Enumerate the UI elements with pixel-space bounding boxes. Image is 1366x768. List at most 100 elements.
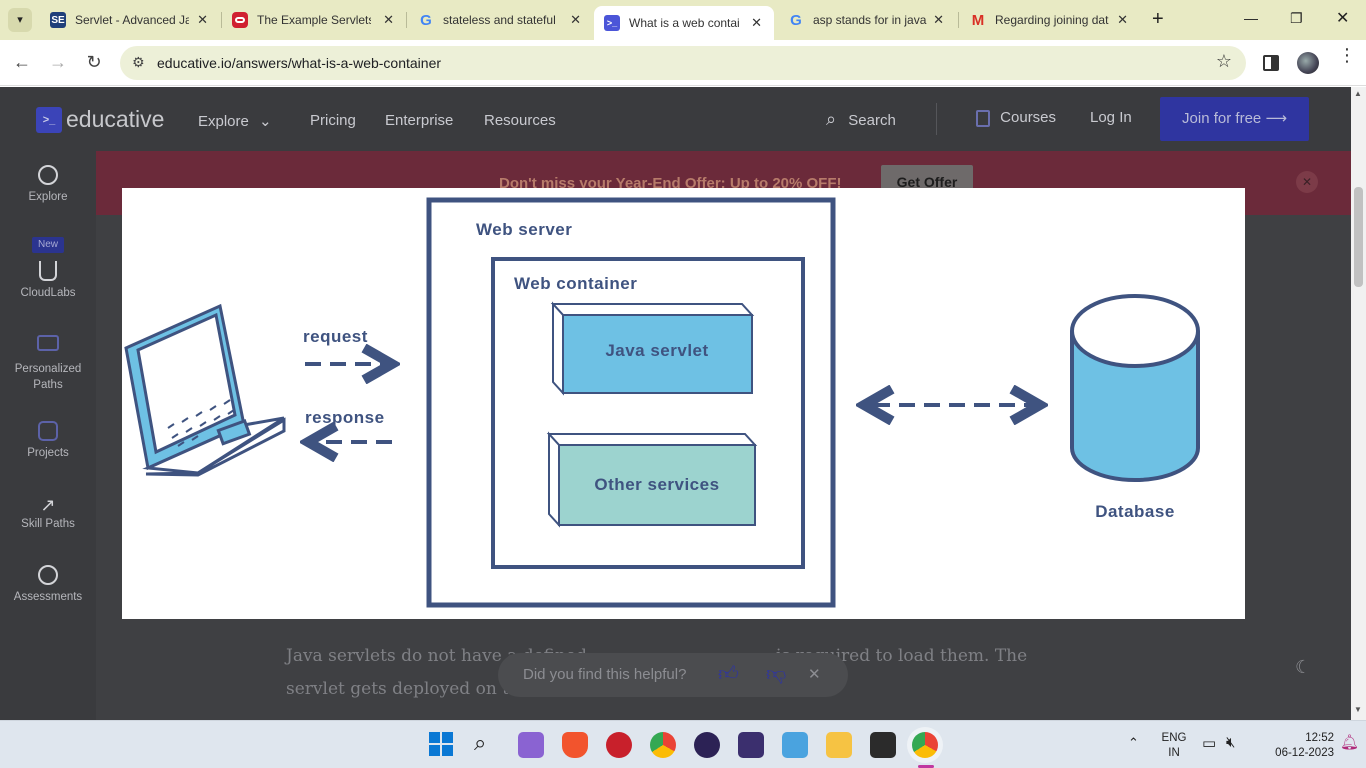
nav-resources[interactable]: Resources xyxy=(484,112,556,129)
notification-bell-icon[interactable]: 🔔︎ xyxy=(1340,734,1360,751)
new-tab-button[interactable]: + xyxy=(1152,8,1164,30)
close-window-button[interactable]: ✕ xyxy=(1336,10,1350,27)
menu-dots-icon[interactable]: ⋮ xyxy=(1338,45,1356,65)
web-container-label: Web container xyxy=(514,274,637,293)
database-cylinder xyxy=(1070,294,1200,482)
site-header: >_ educative Explore ⌄ Pricing Enterpris… xyxy=(0,87,1351,151)
sidebar-item-explore[interactable]: Explore xyxy=(0,165,96,203)
google-favicon: G xyxy=(790,11,802,29)
tab-servlet-advanced[interactable]: SE Servlet - Advanced Ja ✕ xyxy=(40,6,220,34)
tab-example-servlets[interactable]: The Example Servlets ✕ xyxy=(222,6,406,34)
sidebar-item-assessments[interactable]: Assessments xyxy=(0,565,96,603)
laptop-icon xyxy=(124,303,286,477)
tab-title: Servlet - Advanced Ja xyxy=(75,13,189,27)
close-tab-icon[interactable]: ✕ xyxy=(570,12,581,27)
address-bar[interactable]: ⚙ educative.io/answers/what-is-a-web-con… xyxy=(120,46,1246,80)
url-text[interactable]: educative.io/answers/what-is-a-web-conta… xyxy=(157,55,442,71)
site-logo-text[interactable]: educative xyxy=(66,106,165,132)
other-services-label: Other services xyxy=(594,475,719,494)
nav-pricing[interactable]: Pricing xyxy=(310,112,356,129)
book-icon xyxy=(976,109,990,127)
courses-button[interactable]: Courses xyxy=(976,109,1056,127)
restore-button[interactable]: ❐ xyxy=(1290,10,1303,26)
new-badge: New xyxy=(32,237,64,253)
dark-mode-toggle-icon[interactable]: ☾ xyxy=(1295,657,1312,677)
side-panel-icon[interactable] xyxy=(1263,55,1279,71)
network-icon[interactable]: ▭ xyxy=(1202,735,1217,752)
feedback-pill: Did you find this helpful? 👍︎ 👎︎ ✕ xyxy=(498,653,848,697)
file-explorer-icon[interactable] xyxy=(826,732,852,758)
flask-icon xyxy=(39,261,57,281)
database-label: Database xyxy=(1095,502,1175,521)
eclipse-icon[interactable] xyxy=(694,732,720,758)
terminal-icon[interactable] xyxy=(870,732,896,758)
chevron-down-icon: ⌄ xyxy=(259,113,272,130)
close-tab-icon[interactable]: ✕ xyxy=(1117,12,1128,27)
tab-regarding-joining[interactable]: M Regarding joining dat ✕ xyxy=(960,6,1140,34)
close-tab-icon[interactable]: ✕ xyxy=(933,12,944,27)
tab-strip: ▾ SE Servlet - Advanced Ja ✕ The Example… xyxy=(0,0,1366,40)
search-icon[interactable]: ⌕ xyxy=(474,730,487,755)
servlet-favicon: SE xyxy=(50,12,66,28)
tab-stateless-stateful[interactable]: G stateless and stateful ✕ xyxy=(408,6,593,34)
close-tab-icon[interactable]: ✕ xyxy=(197,12,208,27)
tab-title: What is a web contai xyxy=(629,16,740,30)
tab-title: asp stands for in java xyxy=(813,13,927,27)
site-info-icon[interactable]: ⚙ xyxy=(132,54,145,70)
close-promo-icon[interactable]: ✕ xyxy=(1296,171,1318,193)
page-scrollbar[interactable]: ▲ ▼ xyxy=(1351,87,1366,720)
sidebar-item-cloudlabs[interactable]: CloudLabs xyxy=(0,261,96,299)
gmail-favicon: M xyxy=(971,11,985,29)
tab-title: Regarding joining dat xyxy=(995,13,1109,27)
bookmark-star-icon[interactable]: ☆ xyxy=(1215,51,1232,71)
language-indicator[interactable]: ENG IN xyxy=(1161,732,1187,759)
tab-title: stateless and stateful xyxy=(443,13,556,27)
back-icon[interactable]: ← xyxy=(13,52,31,72)
notepad-icon[interactable] xyxy=(782,732,808,758)
thumbs-up-icon[interactable]: 👍︎ xyxy=(718,663,739,685)
educative-logo-icon[interactable]: >_ xyxy=(36,107,62,133)
profile-avatar[interactable] xyxy=(1297,52,1319,74)
java-servlet-label: Java servlet xyxy=(605,341,708,360)
nav-enterprise[interactable]: Enterprise xyxy=(385,112,454,129)
sidebar-item-personalized-paths[interactable]: Personalized Paths xyxy=(0,335,96,393)
sidebar-item-skill-paths[interactable]: ↗ Skill Paths xyxy=(0,495,96,530)
show-hidden-icons-chevron[interactable]: ⌃ xyxy=(1128,735,1139,750)
sidebar-item-projects[interactable]: Projects xyxy=(0,421,96,459)
close-tab-icon[interactable]: ✕ xyxy=(383,12,394,27)
reload-icon[interactable]: ↻ xyxy=(86,52,102,72)
chrome-active-icon[interactable] xyxy=(912,732,938,758)
login-button[interactable]: Log In xyxy=(1090,109,1132,126)
devcpp-icon[interactable] xyxy=(606,732,632,758)
tab-search-button[interactable]: ▾ xyxy=(8,8,32,32)
promo-text: Don't miss your Year-End Offer: Up to 20… xyxy=(499,175,842,192)
browser-toolbar: ← → ↻ ⚙ educative.io/answers/what-is-a-w… xyxy=(0,40,1366,86)
other-services-block: Other services xyxy=(546,431,758,528)
windows-start-icon[interactable] xyxy=(429,732,455,758)
volume-muted-icon[interactable]: 🔇︎ xyxy=(1226,734,1236,751)
minimize-button[interactable]: — xyxy=(1244,10,1258,26)
thumbs-down-icon[interactable]: 👎︎ xyxy=(766,663,787,685)
chrome-icon[interactable] xyxy=(650,732,676,758)
tab-what-is-web-container[interactable]: >_ What is a web contai ✕ xyxy=(594,6,774,40)
feedback-question: Did you find this helpful? xyxy=(523,666,687,683)
search-icon xyxy=(38,165,58,185)
tab-asp-stands-for[interactable]: G asp stands for in java ✕ xyxy=(778,6,956,34)
clock[interactable]: 12:52 06-12-2023 xyxy=(1275,732,1334,759)
join-for-free-button[interactable]: Join for free ⟶ xyxy=(1160,97,1309,141)
forward-icon[interactable]: → xyxy=(49,52,67,72)
arrow-right-icon: ⟶ xyxy=(1265,110,1287,127)
layers-icon xyxy=(37,335,59,351)
search-icon: ⌕ xyxy=(826,109,837,129)
left-sidebar: Explore New CloudLabs Personalized Paths… xyxy=(0,151,96,720)
request-label: request xyxy=(303,327,368,346)
nav-explore[interactable]: Explore ⌄ xyxy=(198,113,272,130)
visual-studio-icon[interactable] xyxy=(518,732,544,758)
close-tab-icon[interactable]: ✕ xyxy=(751,15,762,30)
close-feedback-icon[interactable]: ✕ xyxy=(808,666,821,683)
brave-browser-icon[interactable] xyxy=(562,732,588,758)
oracle-favicon xyxy=(232,12,248,28)
trending-up-icon: ↗ xyxy=(40,495,56,515)
search-button[interactable]: ⌕ Search xyxy=(826,109,896,129)
codeblocks-icon[interactable] xyxy=(738,732,764,758)
